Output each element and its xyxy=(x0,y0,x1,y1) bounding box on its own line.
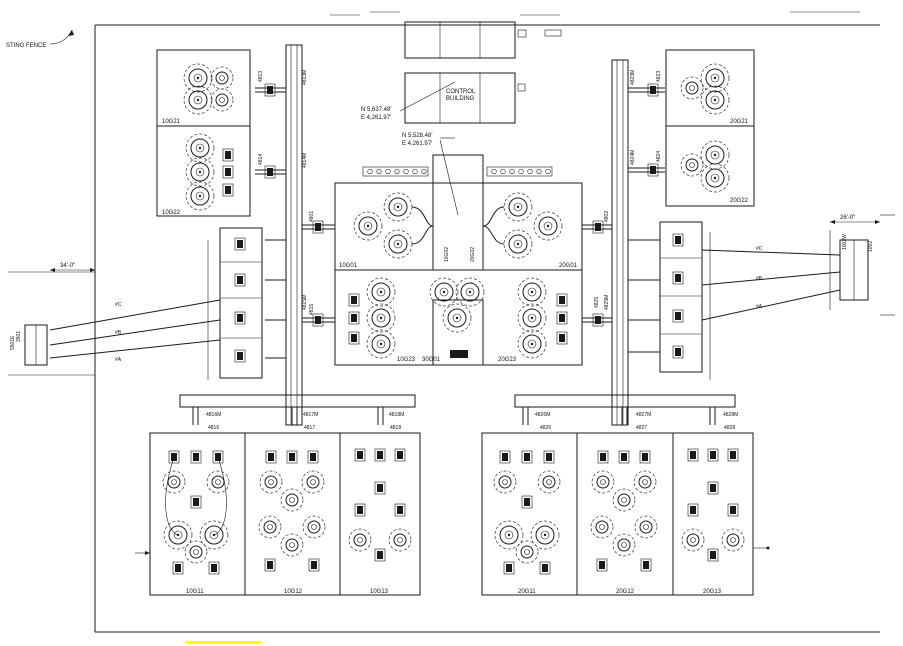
pad-10g01-label: 10G01 xyxy=(339,263,358,269)
tag-4816m: 4816M xyxy=(206,412,221,418)
line-c-right: #C xyxy=(756,246,763,252)
tag-4818m: 4818M xyxy=(389,412,404,418)
pad-10g22 xyxy=(156,125,276,217)
dimension-left xyxy=(50,268,95,272)
site-fence xyxy=(8,24,895,633)
pad-10g11 xyxy=(149,432,246,596)
pad-20g11 xyxy=(481,432,578,596)
tag-4813m: 4813M xyxy=(302,70,308,85)
pad-10g12-label: 10G12 xyxy=(284,589,303,595)
coord-east-2: E 4,261.97' xyxy=(402,141,432,147)
misc-marks xyxy=(135,11,860,555)
pad-20g13 xyxy=(672,432,754,596)
pad-10g02-label: 10G02 xyxy=(444,247,450,262)
indicator-row-left xyxy=(362,166,429,177)
pad-10g13-label: 10G13 xyxy=(370,589,389,595)
pad-20g02-label: 20G02 xyxy=(470,247,476,262)
pad-30g01-label: 30G01 xyxy=(422,357,441,363)
tag-4814m: 4814M xyxy=(302,153,308,168)
bus-horizontal xyxy=(179,87,736,408)
tag-4823m: 4823M xyxy=(630,70,636,85)
pad-20g12-label: 20G12 xyxy=(616,589,635,595)
line-a-left: #A xyxy=(115,357,122,363)
coord-east-1: E 4,261.97' xyxy=(361,115,391,121)
tag-4823: 4823 xyxy=(656,71,662,82)
pad-20g22-label: 20G22 xyxy=(730,198,749,204)
dimension-right xyxy=(830,220,880,224)
ext-right-label: 1002W xyxy=(842,234,848,250)
pad-10g23-label: 10G23 xyxy=(397,357,416,363)
ext-right-label-2: 1002 xyxy=(868,241,874,252)
feeder-lines-right xyxy=(701,230,869,321)
tag-4824m: 4824M xyxy=(630,150,636,165)
tag-4826m: 4826M xyxy=(535,412,550,418)
dim-right-label: 26'-0" xyxy=(840,215,855,221)
tag-4814: 4814 xyxy=(258,154,264,165)
bus-tray-right xyxy=(611,59,629,426)
pad-10g11-label: 10G11 xyxy=(186,589,204,595)
tag-4825m: 4825M xyxy=(604,295,610,310)
pad-10g12 xyxy=(244,432,341,596)
ext-left-label-2: 3501 xyxy=(16,331,22,342)
tag-4802: 4802 xyxy=(604,211,610,222)
coord-north-2: N 5,528.48' xyxy=(402,133,433,139)
switchgear-stack-right xyxy=(659,221,711,380)
tag-4801: 4801 xyxy=(309,211,315,222)
pad-10g21-label: 10G21 xyxy=(162,119,181,125)
tag-4817: 4817 xyxy=(304,425,315,431)
tag-4817m: 4817M xyxy=(303,412,318,418)
tag-4827: 4827 xyxy=(636,425,647,431)
pad-20g13-label: 20G13 xyxy=(703,589,722,595)
tag-4827m: 4827M xyxy=(636,412,651,418)
bus-drops xyxy=(192,407,716,425)
pad-20g22 xyxy=(647,125,755,207)
tag-4818: 4818 xyxy=(390,425,401,431)
line-a-right: #A xyxy=(756,304,763,310)
tag-4815: 4815 xyxy=(309,304,315,315)
line-b-left: #B xyxy=(115,330,122,336)
pad-20g11-label: 20G11 xyxy=(518,589,536,595)
coord-north-1: N 5,637.48' xyxy=(361,107,392,113)
tag-4816: 4816 xyxy=(208,425,219,431)
control-building xyxy=(404,21,562,124)
pad-20g21-label: 20G21 xyxy=(730,119,749,125)
feeder-lines-left xyxy=(24,299,221,366)
switchgear-stack-left xyxy=(207,227,263,380)
tag-4815m: 4815M xyxy=(302,295,308,310)
line-c-left: #C xyxy=(115,302,122,308)
bus-tray-left xyxy=(285,44,303,426)
pad-20g01-label: 20G01 xyxy=(559,263,578,269)
line-b-right: #B xyxy=(756,276,763,282)
tag-4828: 4828 xyxy=(724,425,735,431)
fence-label: STING FENCE xyxy=(6,43,46,49)
pad-10g22-label: 10G22 xyxy=(162,210,181,216)
tag-4825: 4825 xyxy=(594,297,600,308)
pad-10g13 xyxy=(339,432,421,596)
fence-callout xyxy=(49,29,74,45)
pad-20g23-label: 20G23 xyxy=(498,357,517,363)
indicator-row-right xyxy=(486,166,553,177)
tag-4824: 4824 xyxy=(656,151,662,162)
dim-left-label: 34'-0" xyxy=(60,263,75,269)
pad-20g12 xyxy=(576,432,674,596)
pad-center-upper xyxy=(312,139,604,271)
highlight-mark xyxy=(186,641,261,644)
tag-4828m: 4828M xyxy=(723,412,738,418)
ext-left-label: 5501E xyxy=(10,335,16,350)
tag-4826: 4826 xyxy=(540,425,551,431)
pad-center-lower xyxy=(312,269,604,366)
tag-4813: 4813 xyxy=(258,71,264,82)
